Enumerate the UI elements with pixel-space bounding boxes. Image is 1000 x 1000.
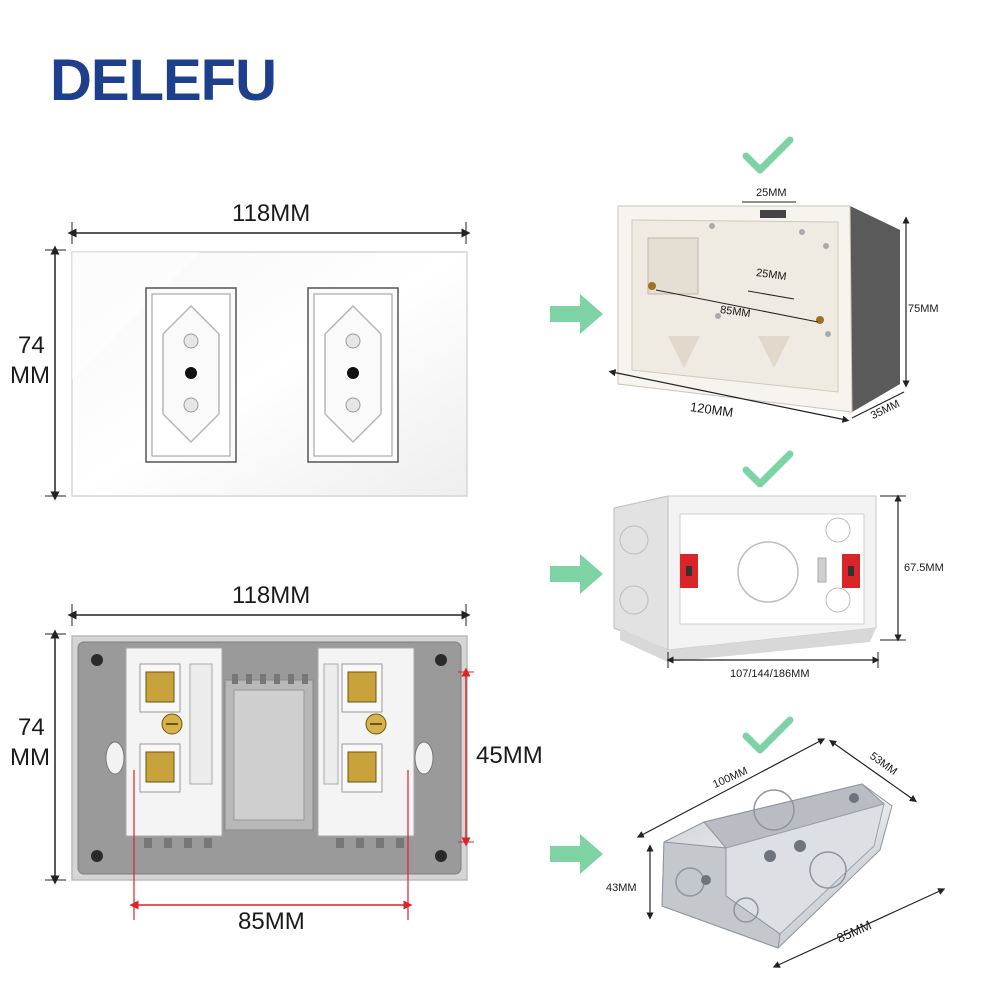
metal-box [636,738,946,968]
terminal-block-right [317,647,415,837]
box1-height-label: 75MM [908,303,939,315]
back-height-label-unit: MM [10,744,50,771]
outlet-right [307,287,399,463]
box1-top-slot-label: 25MM [756,187,787,199]
screw-spacing-label: 45MM [476,742,543,769]
box3-height-label: 43MM [606,882,637,894]
green-arrows [550,294,603,874]
plastic-box-white [613,494,906,668]
back-width-label: 118MM [232,582,311,609]
box2-height-label: 67.5MM [904,562,944,574]
front-width-label: 118MM [232,200,311,227]
back-height-label-value: 74 [18,714,45,741]
front-height-label-value: 74 [18,332,45,359]
front-panel [45,222,471,501]
box2-width-label: 107/144/186MM [730,668,810,680]
outlet-left [145,287,237,463]
back-panel [45,604,474,920]
brand-logo: DELEFU [50,48,277,113]
terminal-block-left [125,647,223,837]
front-height-label-unit: MM [10,362,50,389]
mount-spacing-label: 85MM [238,908,305,935]
plastic-box-grey [608,201,910,423]
